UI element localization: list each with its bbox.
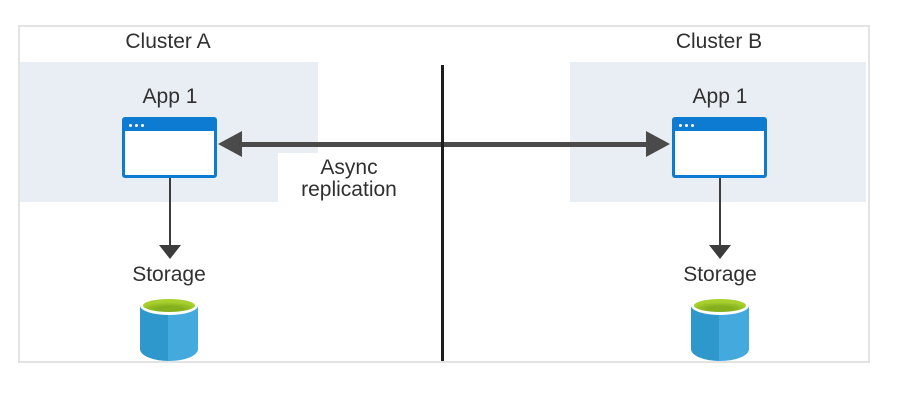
storage-cylinder-icon xyxy=(691,296,749,361)
cylinder-top-fill xyxy=(694,299,746,312)
window-dot xyxy=(141,124,144,127)
window-titlebar xyxy=(675,120,764,131)
window-dot xyxy=(129,124,132,127)
cylinder-top xyxy=(691,296,749,315)
bidirectional-arrow xyxy=(218,131,670,157)
cylinder-top xyxy=(140,296,198,315)
storage-cylinder-icon xyxy=(140,296,198,361)
async-replication-label: Async replication xyxy=(278,153,420,203)
cluster-divider-line xyxy=(441,65,444,361)
down-arrow-head xyxy=(709,245,731,259)
arrow-shaft xyxy=(238,142,650,147)
cluster-b-app-label: App 1 xyxy=(692,85,748,108)
arrow-head-right-icon xyxy=(646,131,670,157)
cluster-b-storage-label: Storage xyxy=(683,263,757,286)
cluster-b-title: Cluster B xyxy=(675,30,763,53)
down-arrow-line xyxy=(169,178,171,245)
app-window-icon xyxy=(672,117,767,178)
async-replication-line1: Async xyxy=(320,156,378,179)
cluster-a-title: Cluster A xyxy=(125,30,211,53)
down-arrow-head xyxy=(159,245,181,259)
window-dot xyxy=(679,124,682,127)
window-dot xyxy=(135,124,138,127)
window-titlebar xyxy=(125,120,214,131)
cluster-a-app-label: App 1 xyxy=(142,85,198,108)
cylinder-top-fill xyxy=(143,299,195,312)
window-dot xyxy=(685,124,688,127)
window-dot xyxy=(691,124,694,127)
down-arrow-line xyxy=(719,178,721,245)
async-replication-line2: replication xyxy=(301,178,397,201)
cluster-a-storage-label: Storage xyxy=(132,263,206,286)
app-window-icon xyxy=(122,117,217,178)
